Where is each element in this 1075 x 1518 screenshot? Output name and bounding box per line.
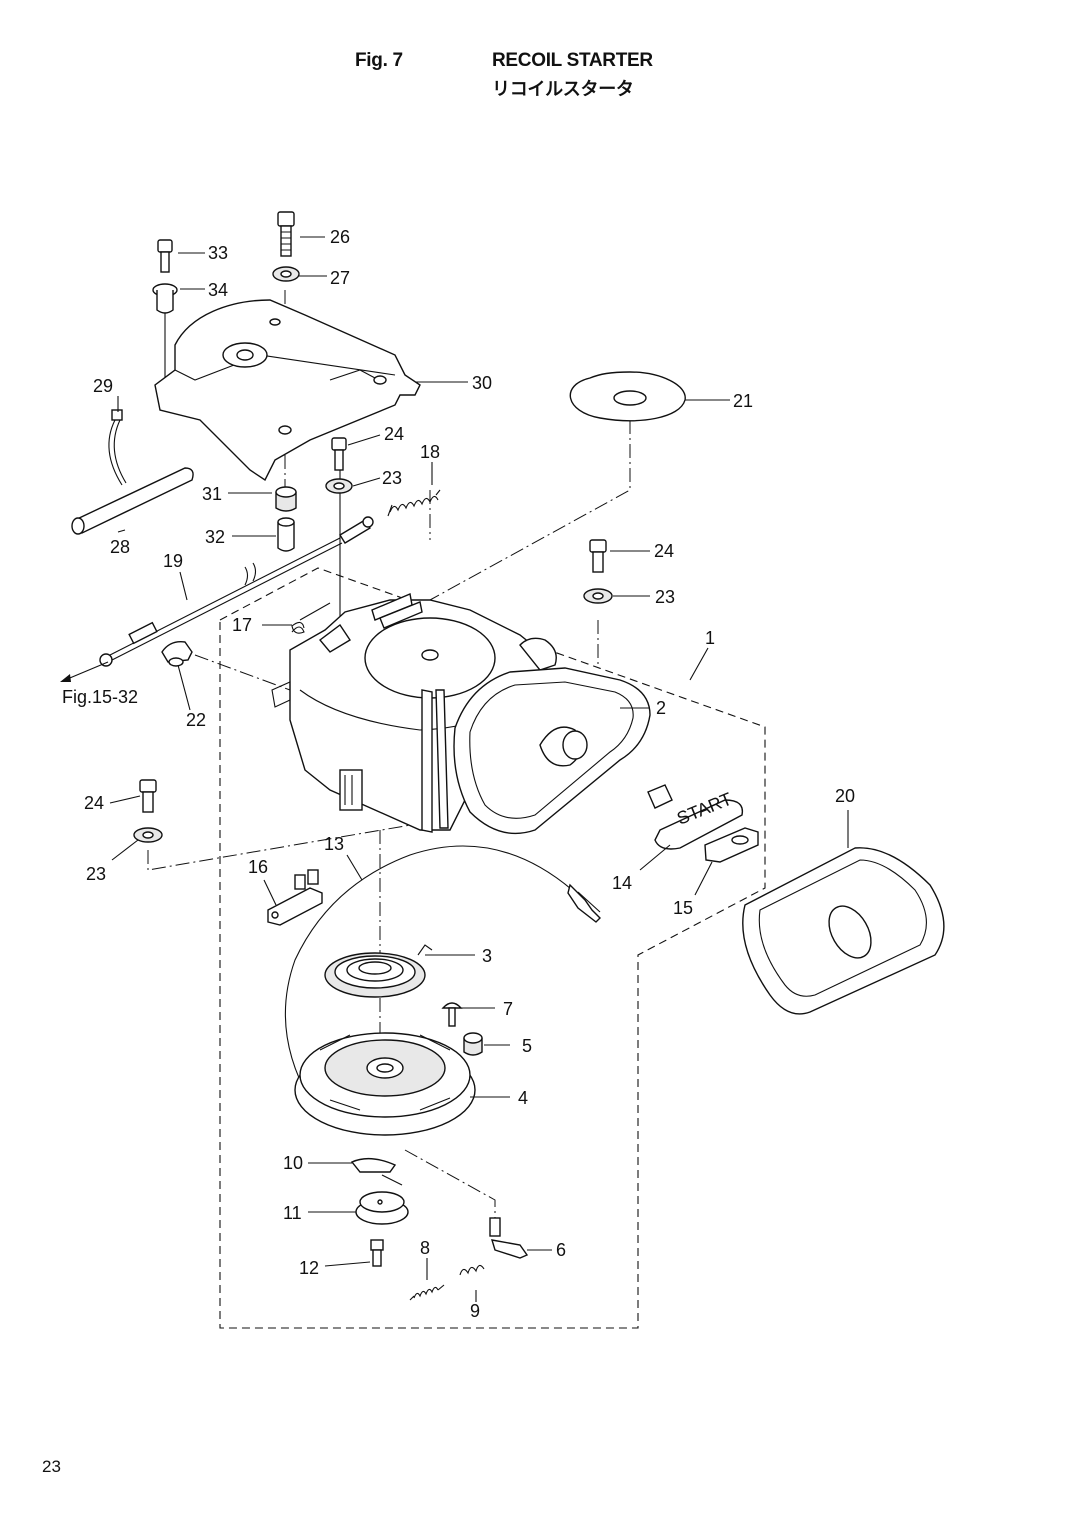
- callout-32: 32: [205, 527, 225, 547]
- part-7-screw: [441, 1002, 463, 1027]
- callout-20: 20: [835, 786, 855, 806]
- callout-3: 3: [482, 946, 492, 966]
- callout-23-left: 23: [86, 864, 106, 884]
- part-34-collar: [152, 283, 178, 314]
- callout-9: 9: [470, 1301, 480, 1321]
- callout-5: 5: [522, 1036, 532, 1056]
- part-5-collar: [463, 1032, 483, 1056]
- axis-line-21: [429, 420, 631, 601]
- part-26-tube: [71, 467, 194, 535]
- callout-17: 17: [232, 615, 252, 635]
- reference-arrow-head: [60, 674, 71, 682]
- part-24-bolt-left: [139, 779, 157, 813]
- reference-arrow: [64, 661, 109, 681]
- part-28-cover: [154, 299, 421, 482]
- callout-23-right: 23: [655, 587, 675, 607]
- part-33-bolt: [157, 239, 173, 273]
- part-2-gasket: [453, 667, 651, 835]
- callout-34: 34: [208, 280, 228, 300]
- callout-4: 4: [518, 1088, 528, 1108]
- part-30-washer: [272, 266, 300, 282]
- leader-lines: [109, 236, 849, 1302]
- callout-10: 10: [283, 1153, 303, 1173]
- callout-22: 22: [186, 710, 206, 730]
- part-17-spring: [291, 602, 331, 634]
- part-9-spring: [459, 1264, 485, 1276]
- callout-23-top: 23: [382, 468, 402, 488]
- callout-2: 2: [656, 698, 666, 718]
- callout-27: 29: [93, 376, 113, 396]
- callout-15: 15: [673, 898, 693, 918]
- part-29-bolt: [277, 211, 295, 257]
- callout-24-left: 24: [84, 793, 104, 813]
- part-23-washer-left: [133, 827, 163, 843]
- part-24-bolt-right: [589, 539, 607, 573]
- callout-28: 30: [472, 373, 492, 393]
- callout-14: 14: [612, 873, 632, 893]
- callout-12: 12: [299, 1258, 319, 1278]
- figure-number: Fig. 7: [355, 50, 403, 71]
- part-11-cap: [355, 1191, 409, 1225]
- axis-line-23: [147, 819, 441, 871]
- callout-26: 28: [110, 537, 130, 557]
- callout-24-top: 24: [384, 424, 404, 444]
- part-10-friction-plate: [350, 1157, 403, 1186]
- axis-line-6: [404, 1149, 496, 1220]
- callout-19: 19: [163, 551, 183, 571]
- part-21-disc: [569, 371, 686, 422]
- axis-line-22: [194, 654, 291, 691]
- callout-24-right: 24: [654, 541, 674, 561]
- callout-21: 21: [733, 391, 753, 411]
- part-23-washer-top: [325, 478, 353, 494]
- part-3-recoil-spring: [324, 944, 433, 998]
- callout-18: 18: [420, 442, 440, 462]
- diagram-title-english: RECOIL STARTER: [492, 50, 653, 71]
- part-6-ratchet: [489, 1217, 529, 1259]
- part-24-bolt-top: [331, 437, 347, 471]
- callout-29: 26: [330, 227, 350, 247]
- callout-13: 13: [324, 834, 344, 854]
- part-32-sleeve: [277, 517, 295, 552]
- callout-16: 16: [248, 857, 268, 877]
- part-12-screw: [370, 1239, 384, 1267]
- callout-8: 8: [420, 1238, 430, 1258]
- part-22-clip: [161, 641, 193, 667]
- diagram-title-japanese: リコイルスタータ: [492, 79, 634, 100]
- part-23-washer-right: [583, 588, 613, 604]
- callout-6: 6: [556, 1240, 566, 1260]
- part-15-handle-insert: [704, 827, 759, 863]
- part-20-pad: [742, 847, 945, 1015]
- callout-30: 27: [330, 268, 350, 288]
- callout-31: 31: [202, 484, 222, 504]
- part-27-cable-tie: [108, 409, 127, 486]
- reference-fig15-32: Fig.15-32: [62, 687, 138, 707]
- part-4-reel: [294, 1032, 476, 1136]
- part-18-spring: [387, 489, 441, 517]
- part-19-throttle-cable: [99, 516, 374, 667]
- callout-33: 33: [208, 243, 228, 263]
- callout-7: 7: [503, 999, 513, 1019]
- part-8-spring: [409, 1284, 445, 1301]
- page-number: 23: [42, 1457, 61, 1476]
- part-16-bracket: [267, 869, 323, 926]
- callout-1: 1: [705, 628, 715, 648]
- callout-11: 11: [283, 1203, 302, 1223]
- part-31-collar: [275, 486, 297, 512]
- part-13-rope: [284, 845, 601, 1101]
